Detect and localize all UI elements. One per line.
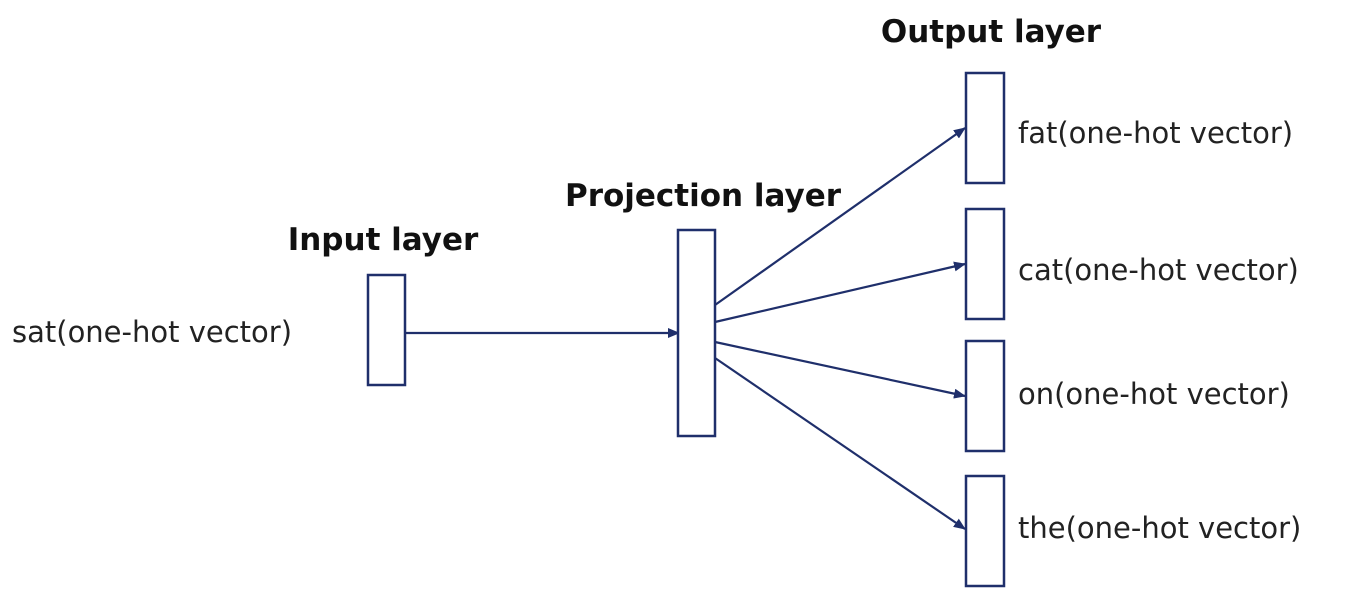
projection-node-box	[676, 228, 717, 438]
edges	[405, 127, 966, 530]
input-node-box	[366, 273, 407, 387]
output-layer-title: Output layer	[881, 14, 1102, 50]
output-node-box-2	[964, 207, 1006, 321]
output-word-label-1: fat(one-hot vector)	[1018, 116, 1293, 150]
output-word-label-4: the(one-hot vector)	[1018, 511, 1301, 545]
output-word-label-2: cat(one-hot vector)	[1018, 253, 1299, 287]
edge-projection-to-output-3	[714, 340, 966, 399]
edge-projection-to-output-1	[714, 127, 966, 306]
output-node-box-4	[964, 474, 1006, 588]
output-word-label-3: on(one-hot vector)	[1018, 377, 1290, 411]
input-layer-title: Input layer	[288, 222, 479, 258]
output-node-box-1	[964, 71, 1006, 185]
input-word-label: sat(one-hot vector)	[12, 315, 292, 349]
edge-projection-to-output-4	[714, 357, 966, 530]
edge-projection-to-output-2	[714, 261, 966, 324]
projection-layer-title: Projection layer	[565, 178, 842, 214]
output-node-box-3	[964, 339, 1006, 453]
